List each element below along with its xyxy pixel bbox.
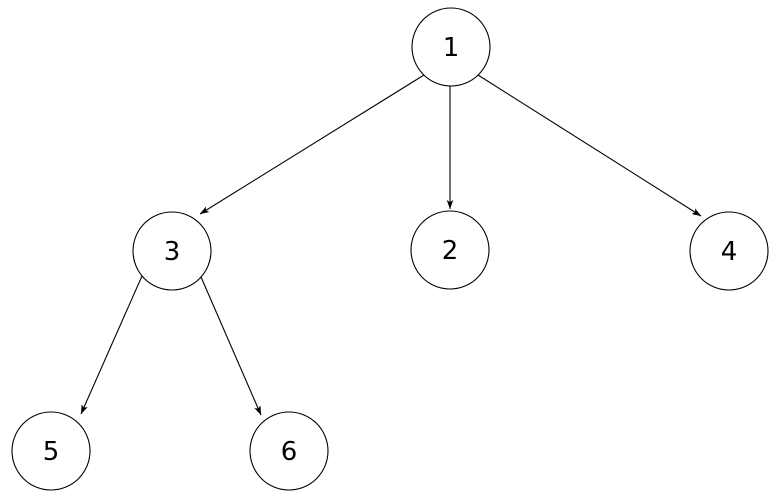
node-label-2: 2	[442, 236, 459, 266]
edge-1-to-3	[199, 74, 425, 215]
node-3[interactable]: 3	[132, 211, 212, 291]
node-label-1: 1	[443, 33, 460, 63]
edge-3-to-5	[80, 275, 143, 415]
node-label-3: 3	[164, 237, 181, 267]
node-circle-3[interactable]	[132, 211, 212, 291]
node-label-5: 5	[43, 437, 60, 467]
node-label-6: 6	[281, 437, 298, 467]
node-1[interactable]: 1	[411, 7, 491, 87]
node-circle-2[interactable]	[410, 210, 490, 290]
node-circle-1[interactable]	[411, 7, 491, 87]
node-circle-5[interactable]	[11, 411, 91, 491]
node-2[interactable]: 2	[410, 210, 490, 290]
nodes-layer: 1 2 3 4 5 6	[11, 7, 769, 491]
edge-3-to-6	[200, 276, 262, 416]
node-circle-6[interactable]	[249, 411, 329, 491]
edge-1-to-4	[477, 74, 702, 217]
node-4[interactable]: 4	[689, 211, 769, 291]
node-label-4: 4	[721, 237, 738, 267]
edges-layer	[80, 74, 702, 416]
node-5[interactable]: 5	[11, 411, 91, 491]
node-circle-4[interactable]	[689, 211, 769, 291]
node-6[interactable]: 6	[249, 411, 329, 491]
